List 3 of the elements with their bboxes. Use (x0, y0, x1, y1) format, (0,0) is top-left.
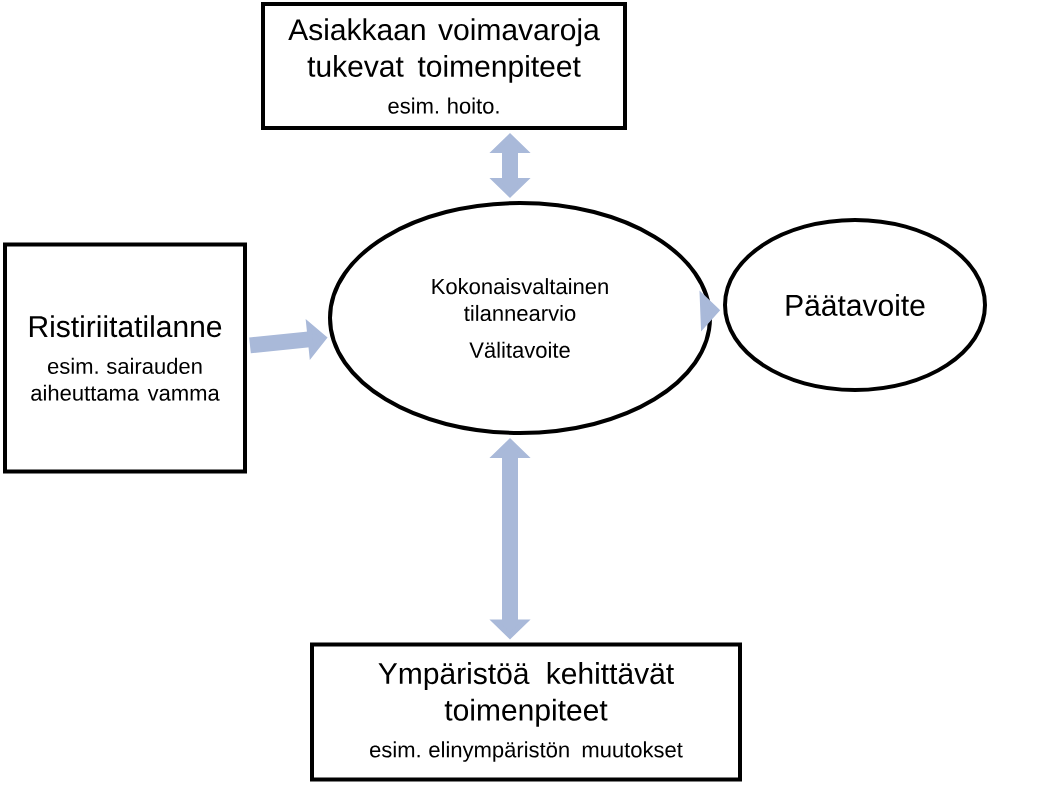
process-box: Asiakkaan voimavaroja tukevat toimenpiteet esim. hoito. (261, 2, 627, 130)
process-box: Ympäristöä kehittävät toimenpiteet esim. elinympäristön muutokset (310, 642, 742, 782)
process-box: Ristiriitatilanne esim. sairauden aiheuttama vamma (3, 242, 247, 474)
